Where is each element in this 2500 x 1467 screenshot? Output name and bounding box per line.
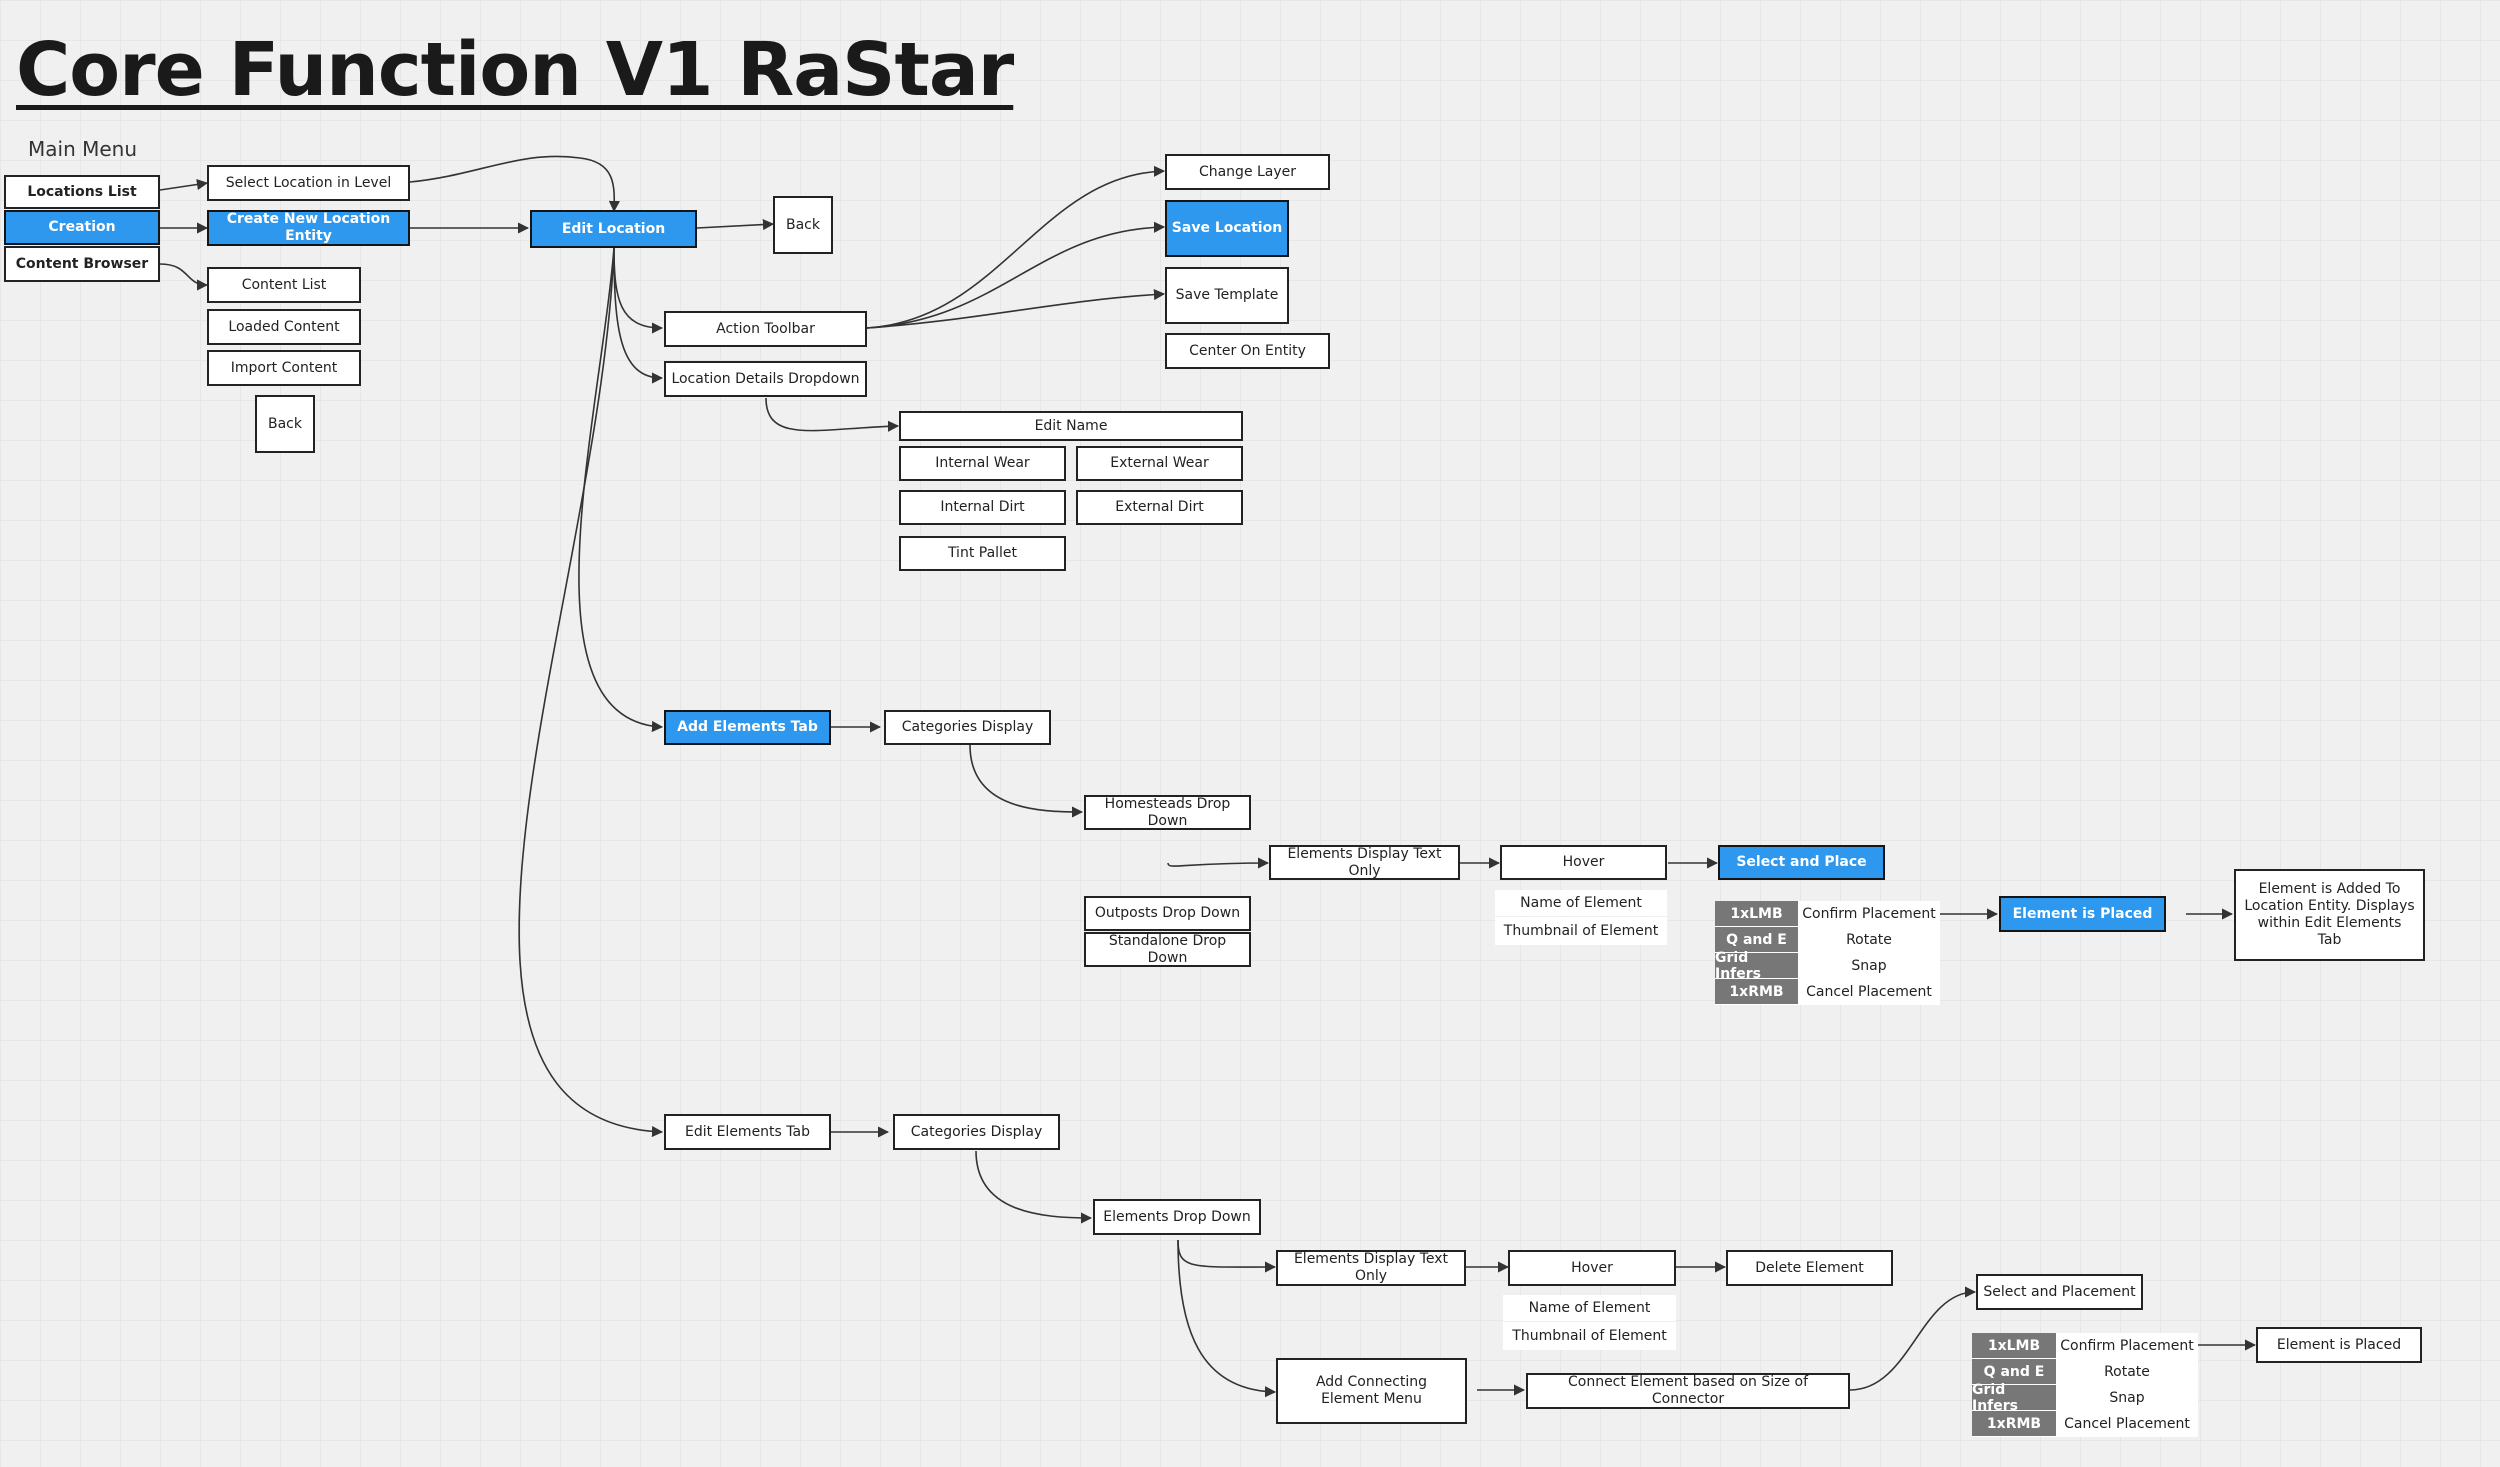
control-action: Rotate: [2056, 1359, 2198, 1385]
control-key: 1xRMB: [1715, 979, 1798, 1005]
elements-display-text-edit-node: Elements Display Text Only: [1276, 1250, 1466, 1286]
homesteads-drop-down-node: Homesteads Drop Down: [1084, 795, 1251, 830]
control-key: 1xLMB: [1715, 901, 1798, 927]
back-menu-node: Back: [255, 395, 315, 453]
control-row: 1xRMB Cancel Placement: [1715, 979, 1940, 1005]
save-template-node: Save Template: [1165, 267, 1289, 324]
select-location-node: Select Location in Level: [207, 165, 410, 201]
control-key: Q and E: [1972, 1359, 2056, 1385]
delete-element-node: Delete Element: [1726, 1250, 1893, 1286]
action-toolbar-node: Action Toolbar: [664, 311, 867, 347]
hover-add-node: Hover: [1500, 845, 1667, 880]
standalone-drop-down-node: Standalone Drop Down: [1084, 932, 1251, 967]
hover-edit-node: Hover: [1508, 1250, 1676, 1286]
control-action: Cancel Placement: [1798, 979, 1940, 1005]
tint-pallet-node: Tint Pallet: [899, 536, 1066, 571]
element-added-node: Element is Added To Location Entity. Dis…: [2234, 869, 2425, 961]
elements-display-text-add-node: Elements Display Text Only: [1269, 845, 1460, 880]
add-connecting-element-menu-node: Add Connecting Element Menu: [1276, 1358, 1467, 1424]
control-row: 1xLMB Confirm Placement: [1972, 1333, 2198, 1359]
loaded-content-node: Loaded Content: [207, 309, 361, 345]
content-list-node: Content List: [207, 267, 361, 303]
control-action: Confirm Placement: [1798, 901, 1940, 927]
external-dirt-node: External Dirt: [1076, 490, 1243, 525]
hover-add-name-note: Name of Element: [1495, 890, 1667, 916]
control-key: 1xLMB: [1972, 1333, 2056, 1359]
controls-table-edit: 1xLMB Confirm Placement Q and E Rotate G…: [1972, 1333, 2198, 1437]
edit-location-node: Edit Location: [530, 210, 697, 248]
control-key: 1xRMB: [1972, 1411, 2056, 1437]
control-action: Cancel Placement: [2056, 1411, 2198, 1437]
control-key: Grid Infers: [1715, 950, 1798, 982]
hover-edit-name-note: Name of Element: [1503, 1295, 1676, 1321]
control-action: Snap: [2056, 1385, 2198, 1411]
internal-wear-node: Internal Wear: [899, 446, 1066, 481]
select-and-place-node: Select and Place: [1718, 845, 1885, 880]
control-key: Q and E: [1715, 927, 1798, 953]
save-location-node: Save Location: [1165, 200, 1289, 257]
add-elements-tab-node: Add Elements Tab: [664, 710, 831, 745]
change-layer-node: Change Layer: [1165, 154, 1330, 190]
diagram-title: Core Function V1 RaStar: [16, 27, 1014, 113]
control-row: Q and E Rotate: [1715, 927, 1940, 953]
control-row: Grid Infers Snap: [1715, 950, 1940, 982]
edit-elements-tab-node: Edit Elements Tab: [664, 1114, 831, 1150]
back-edit-node: Back: [773, 196, 833, 254]
location-details-dropdown-node: Location Details Dropdown: [664, 361, 867, 397]
locations-list-button: Locations List: [4, 175, 160, 209]
element-is-placed-edit-node: Element is Placed: [2256, 1327, 2422, 1363]
main-menu-label: Main Menu: [28, 137, 138, 161]
external-wear-node: External Wear: [1076, 446, 1243, 481]
categories-display-add-node: Categories Display: [884, 710, 1051, 745]
control-key: Grid Infers: [1972, 1382, 2056, 1414]
control-action: Rotate: [1798, 927, 1940, 953]
categories-display-edit-node: Categories Display: [893, 1114, 1060, 1150]
control-row: Grid Infers Snap: [1972, 1382, 2198, 1414]
control-action: Confirm Placement: [2056, 1333, 2198, 1359]
creation-button: Creation: [4, 210, 160, 245]
create-new-location-node: Create New Location Entity: [207, 210, 410, 246]
edit-name-node: Edit Name: [899, 411, 1243, 441]
import-content-node: Import Content: [207, 350, 361, 386]
control-row: Q and E Rotate: [1972, 1359, 2198, 1385]
element-is-placed-add-node: Element is Placed: [1999, 896, 2166, 932]
center-on-entity-node: Center On Entity: [1165, 333, 1330, 369]
select-and-placement-node: Select and Placement: [1976, 1274, 2143, 1310]
control-row: 1xRMB Cancel Placement: [1972, 1411, 2198, 1437]
outposts-drop-down-node: Outposts Drop Down: [1084, 896, 1251, 931]
control-row: 1xLMB Confirm Placement: [1715, 901, 1940, 927]
control-action: Snap: [1798, 953, 1940, 979]
content-browser-button: Content Browser: [4, 246, 160, 282]
hover-edit-thumbnail-note: Thumbnail of Element: [1503, 1322, 1676, 1350]
connect-element-node: Connect Element based on Size of Connect…: [1526, 1373, 1850, 1409]
hover-add-thumbnail-note: Thumbnail of Element: [1495, 917, 1667, 945]
controls-table-add: 1xLMB Confirm Placement Q and E Rotate G…: [1715, 901, 1940, 1005]
elements-drop-down-node: Elements Drop Down: [1093, 1199, 1261, 1235]
internal-dirt-node: Internal Dirt: [899, 490, 1066, 525]
